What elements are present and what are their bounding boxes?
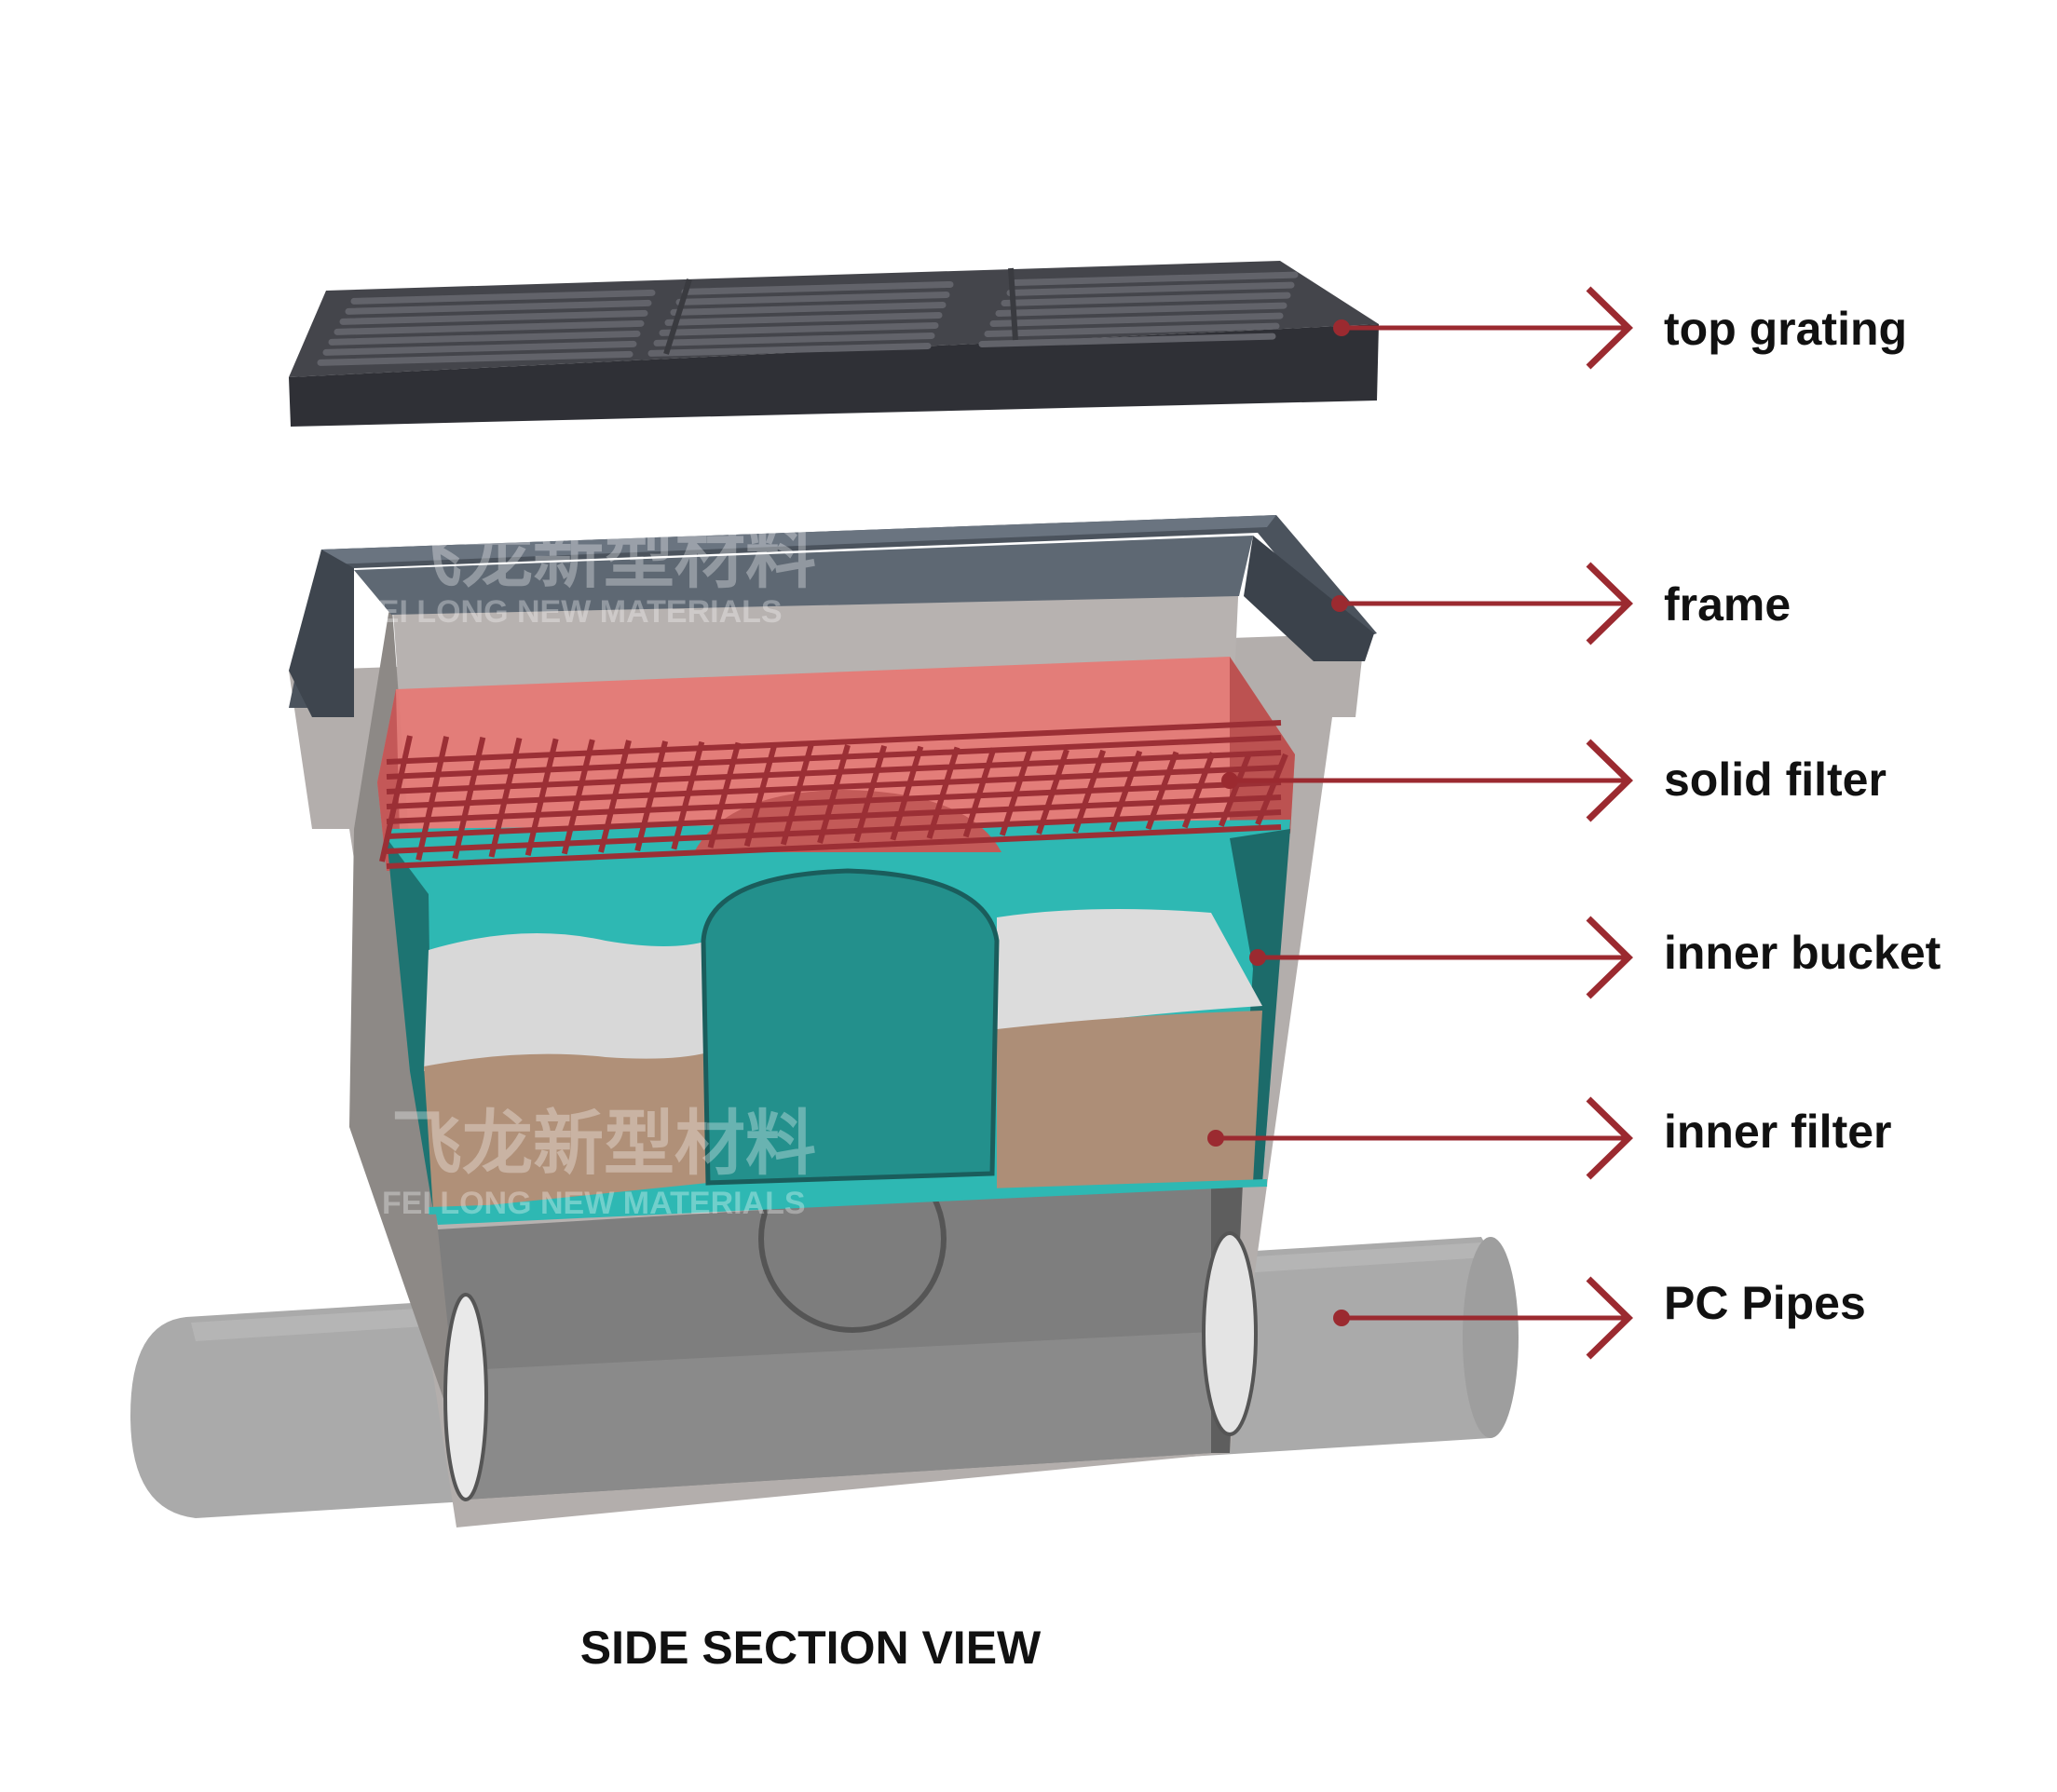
leader-inner-filter: [1207, 1096, 1634, 1180]
leader-pc-pipes: [1333, 1276, 1634, 1360]
grating-slot: [345, 299, 652, 315]
label-pc-pipes: PC Pipes: [1664, 1277, 1866, 1329]
frame-rim: [289, 515, 1377, 717]
grid-bar-horizontal: [386, 809, 1282, 854]
grating-slot: [1006, 281, 1295, 296]
grid-bar-horizontal: [386, 750, 1282, 794]
watermark-chinese-lower: 飞龙新型材料: [391, 1102, 816, 1185]
grid-bar-horizontal: [386, 720, 1282, 765]
grating-slot: [675, 291, 950, 305]
grid-bar-horizontal: [386, 735, 1282, 780]
grating-slot: [659, 321, 939, 336]
grating-slot: [670, 301, 947, 316]
grid-bar-horizontal: [386, 824, 1282, 869]
grid-bar-vertical: [817, 744, 851, 844]
grating-slot: [339, 309, 648, 325]
grating-slot: [350, 289, 656, 305]
grating-slot: [984, 322, 1280, 337]
grating-slot: [995, 302, 1287, 317]
grating-slot: [1001, 292, 1291, 306]
grating-slot: [322, 340, 637, 356]
grid-bar-horizontal: [386, 794, 1282, 839]
leader-top-grating: [1333, 286, 1634, 370]
label-inner-bucket: inner bucket: [1664, 927, 1941, 979]
leader-inner-bucket: [1249, 916, 1634, 999]
leader-solid-filter: [1221, 739, 1634, 822]
watermark-english-upper: FEI LONG NEW MATERIALS: [359, 594, 783, 630]
grating-slot: [664, 311, 943, 326]
label-frame: frame: [1664, 578, 1791, 631]
top-grating-shape: [289, 261, 1379, 427]
grating-slot: [317, 350, 633, 366]
inner-bucket-shape: [377, 657, 1295, 1225]
grid-bar-horizontal: [386, 765, 1282, 809]
grating-slot: [989, 312, 1284, 327]
solid-filter-grid: [379, 720, 1288, 869]
grating-slot: [681, 280, 954, 295]
grating-slot: [334, 319, 645, 335]
grating-slot: [328, 330, 641, 346]
grid-bar-vertical: [379, 735, 413, 862]
watermark-english-lower: FEI LONG NEW MATERIALS: [382, 1186, 806, 1221]
label-top-grating: top grating: [1664, 303, 1908, 355]
grating-slot: [978, 333, 1276, 347]
label-inner-filter: inner filter: [1664, 1106, 1892, 1158]
grating-slot: [647, 342, 932, 357]
leader-frame: [1331, 562, 1634, 645]
grating-slot: [653, 332, 935, 346]
grating-slot: [1012, 271, 1299, 286]
grid-bar-horizontal: [386, 780, 1282, 824]
diagram-caption: SIDE SECTION VIEW: [579, 1622, 1042, 1674]
grid-bar-vertical: [890, 745, 924, 841]
grid-bar-vertical: [926, 746, 960, 839]
grid-bar-vertical: [853, 744, 888, 843]
leader-lines: [1207, 286, 1634, 1360]
watermark-chinese-upper: 飞龙新型材料: [391, 515, 816, 598]
label-solid-filter: solid filter: [1664, 753, 1887, 806]
